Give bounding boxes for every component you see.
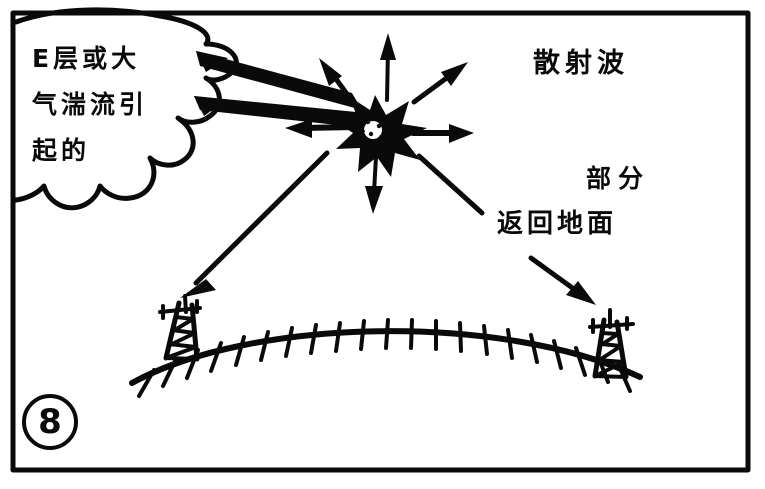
return-to-ground-label: 返回地面 xyxy=(497,209,618,239)
cloud-text-line-3: 起的 xyxy=(32,136,91,165)
scatter-wave-label: 散射波 xyxy=(533,48,629,79)
radiating-arrow-up xyxy=(380,33,396,102)
earth-curved-surface xyxy=(129,318,643,398)
figure-frame xyxy=(10,10,751,473)
downlink-path-right xyxy=(416,153,596,305)
radiating-arrow-up-left xyxy=(319,58,360,111)
cloud-shape xyxy=(13,7,239,211)
downlink-path-left xyxy=(180,150,330,298)
radiating-arrow-left xyxy=(285,119,359,138)
partial-label: 部分 xyxy=(586,164,651,193)
cloud-pointer-arrow-lower xyxy=(194,96,364,128)
scattering-volume-starburst xyxy=(333,95,427,177)
receiving-antenna-tower xyxy=(588,308,635,380)
cloud-pointer-arrow-upper xyxy=(196,51,362,110)
transmitting-antenna-tower xyxy=(158,294,202,362)
cloud-text-line-2: 气湍流引 xyxy=(32,90,149,119)
cloud-annotation-text: E层或大 气湍流引 起的 xyxy=(32,36,148,174)
radiating-arrow-down xyxy=(365,155,383,214)
cloud-text-line-1: E层或大 xyxy=(32,44,141,73)
radiating-arrow-up-right xyxy=(411,62,468,105)
figure-number-badge: 8 xyxy=(22,394,78,450)
radiating-arrow-right xyxy=(410,124,474,143)
